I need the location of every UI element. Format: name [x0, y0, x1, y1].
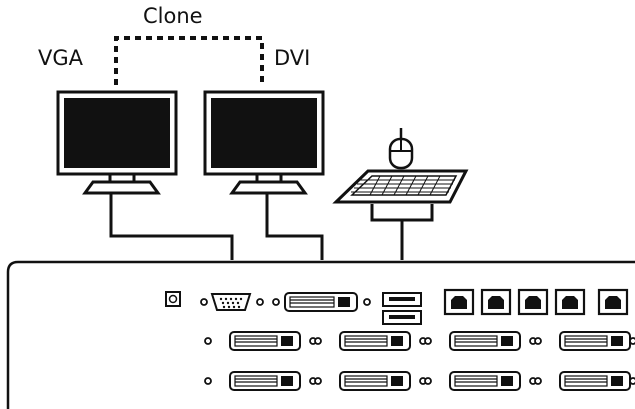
vga-port	[200, 293, 264, 311]
clone-dashed-link	[114, 36, 264, 85]
vga-monitor	[56, 90, 178, 195]
dvi-input-row-2	[204, 371, 635, 391]
usb-a-ports	[382, 292, 422, 325]
dvi-output-port	[272, 292, 371, 312]
usb-b-ports	[443, 288, 629, 316]
kvm-switch-chassis	[6, 260, 635, 409]
input-cables	[370, 204, 434, 260]
dvi-input-row-1	[204, 331, 635, 351]
vga-label: VGA	[38, 46, 84, 70]
dvi-monitor	[203, 90, 325, 195]
mouse-icon	[388, 128, 414, 170]
dvi-label: DVI	[274, 46, 311, 70]
clone-label: Clone	[143, 4, 203, 28]
power-jack-icon	[165, 291, 181, 307]
monitor-cables	[109, 193, 324, 260]
keyboard-icon	[332, 169, 469, 204]
